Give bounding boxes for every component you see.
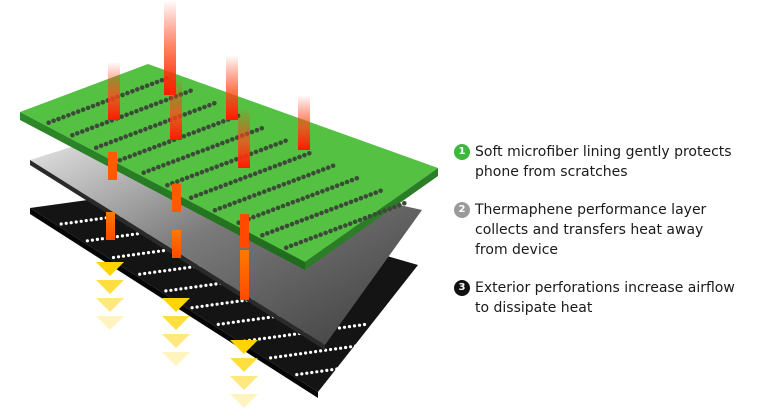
number-badge-1: 1: [454, 144, 470, 160]
heat-dissipation-arrows: [96, 212, 258, 408]
number-badge-3: 3: [454, 280, 470, 296]
legend-text-3: Exterior perforations increase airflow t…: [475, 280, 735, 316]
number-badge-2: 2: [454, 202, 470, 218]
lining-perforations: [46, 76, 407, 250]
legend-item-3: 3 Exterior perforations increase airflow…: [454, 278, 754, 318]
legend-text-2: Thermaphene performance layer collects a…: [475, 202, 707, 258]
layer-diagram: [20, 0, 438, 408]
legend-text-1: Soft microfiber lining gently protects p…: [475, 144, 732, 180]
legend-item-2: 2 Thermaphene performance layer collects…: [454, 200, 754, 260]
heat-source-streams: [108, 0, 310, 248]
legend-item-1: 1 Soft microfiber lining gently protects…: [454, 142, 754, 182]
microfiber-lining-layer: [20, 64, 438, 270]
